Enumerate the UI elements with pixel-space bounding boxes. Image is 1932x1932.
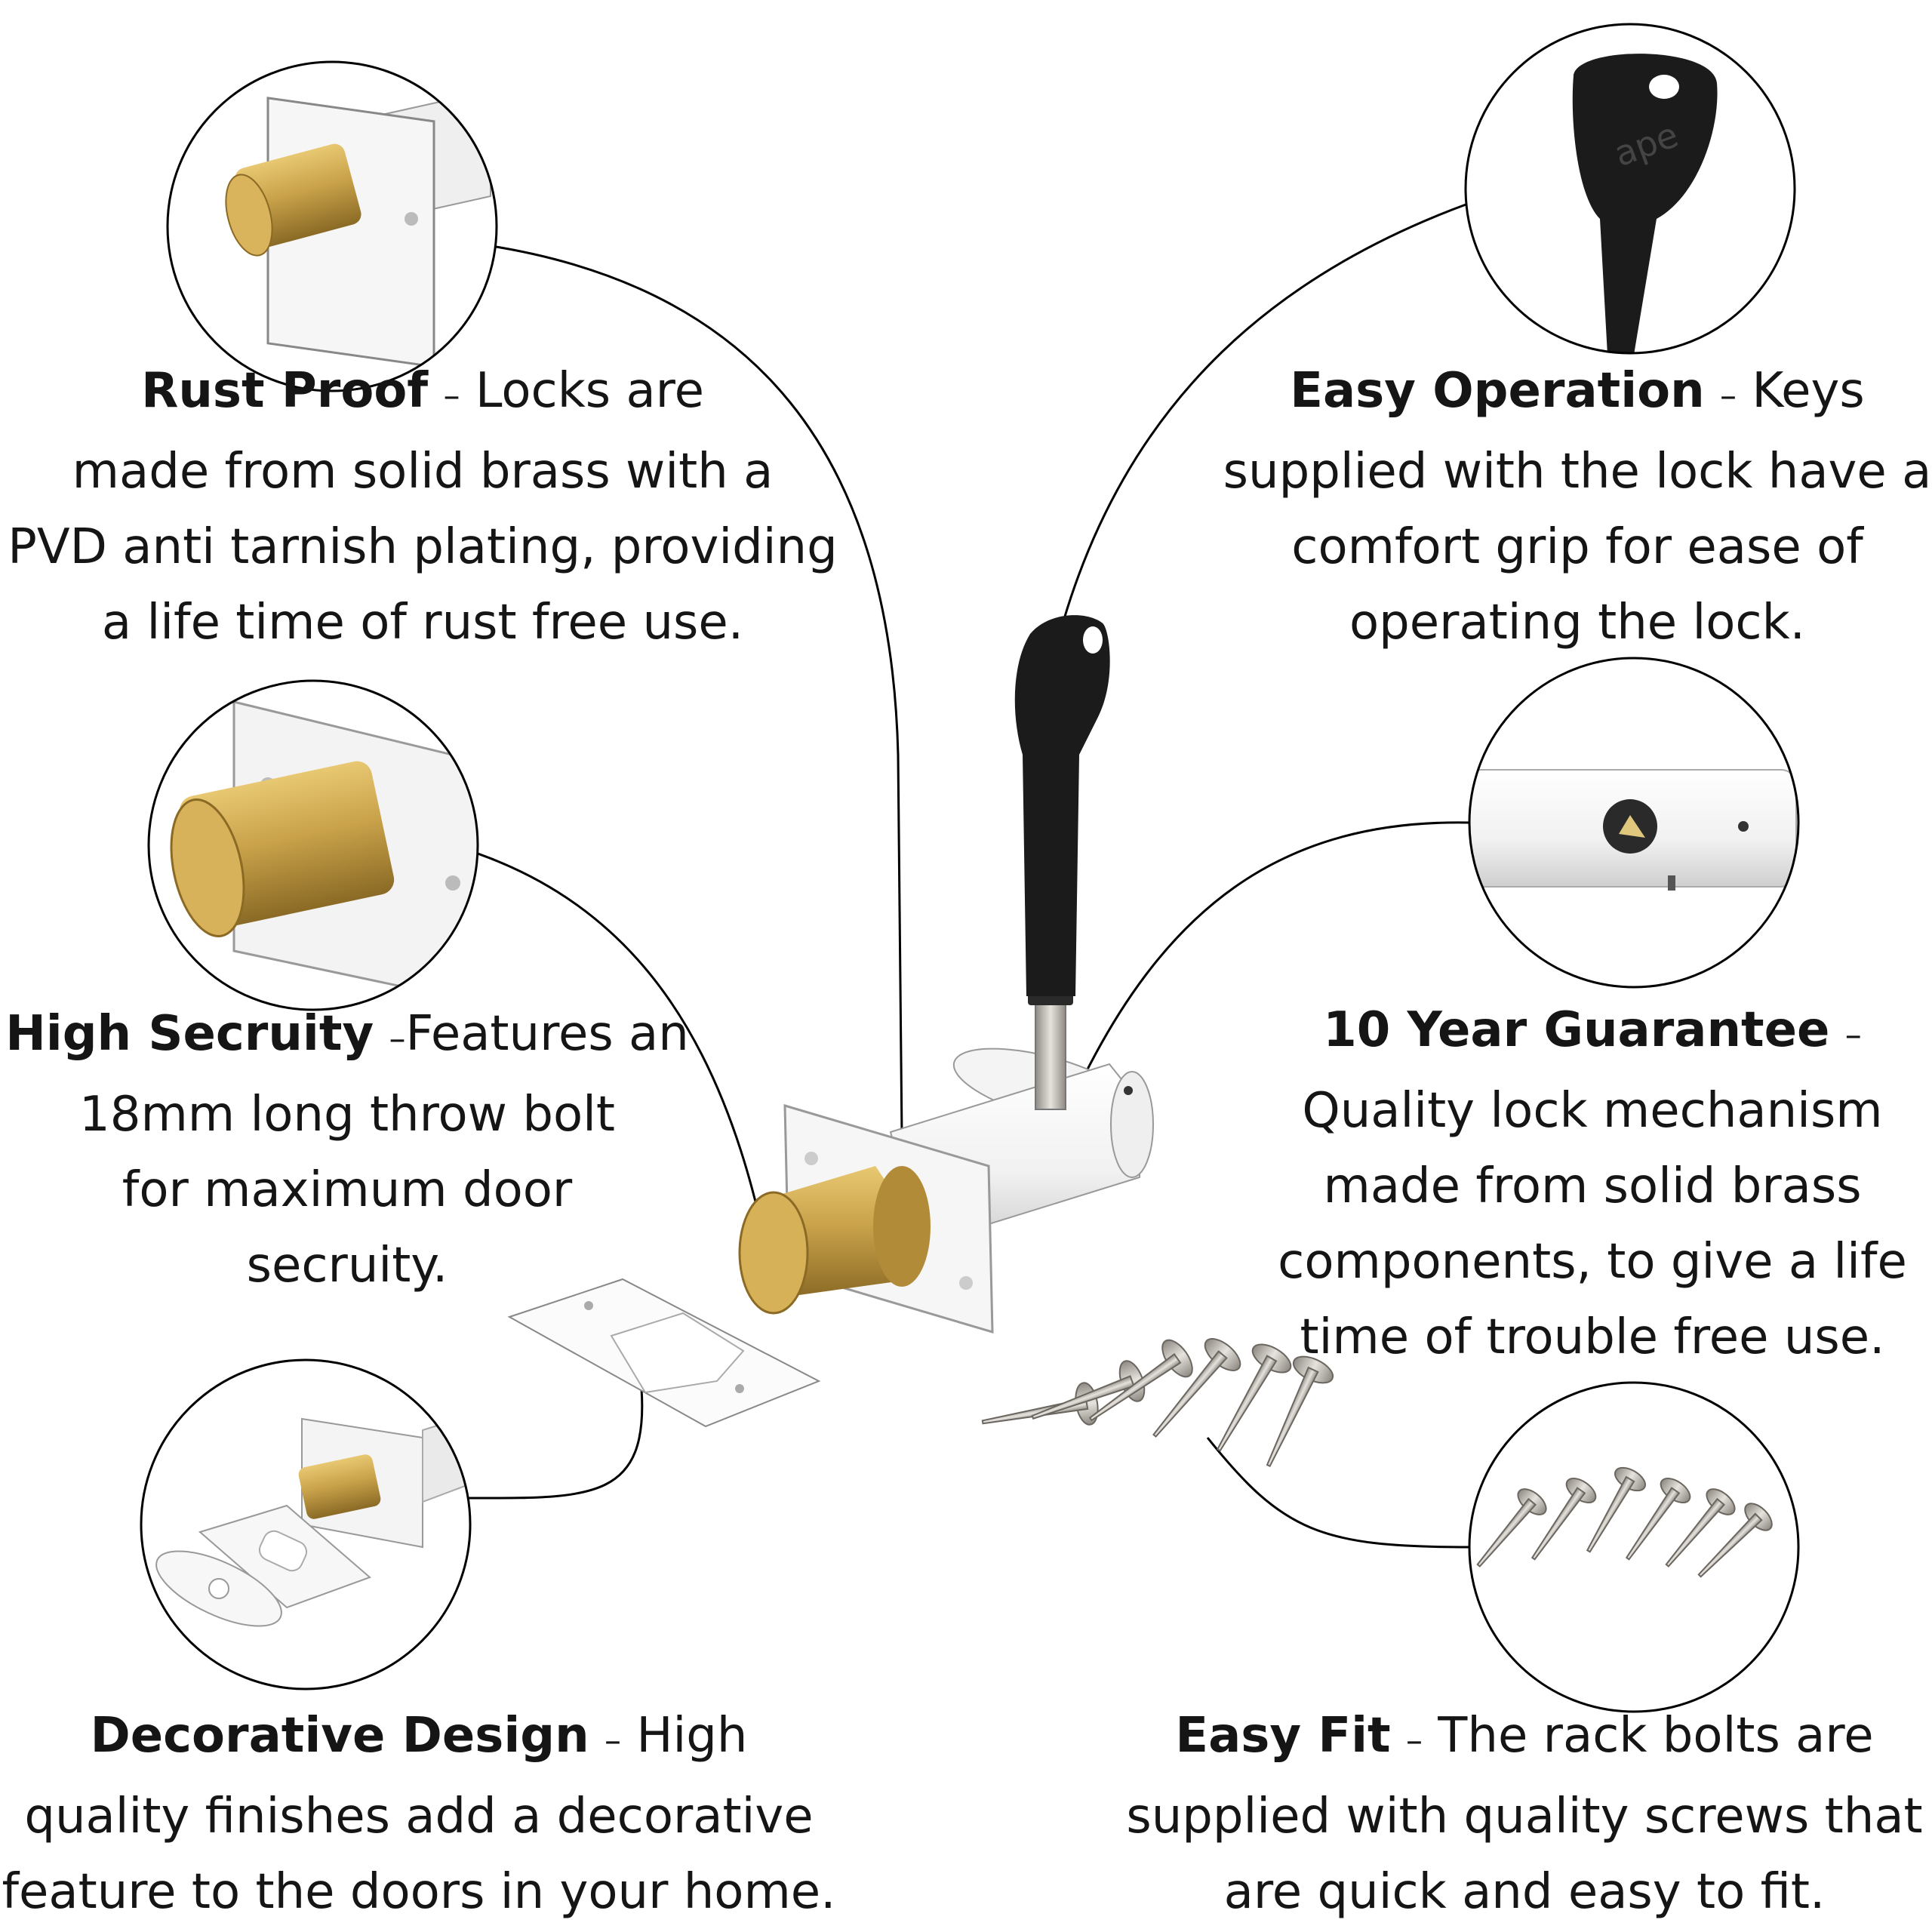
connector-high: [475, 851, 764, 1231]
feature-title: Easy Operation: [1290, 363, 1705, 419]
connector-lines: [467, 202, 1470, 1549]
title-separator: –: [1844, 1016, 1862, 1054]
feature-text: supplied with quality screws that: [1126, 1789, 1923, 1844]
title-separator: –: [1720, 377, 1737, 415]
connector-deco: [467, 1388, 644, 1500]
feature-text: Keys: [1752, 363, 1865, 419]
feature-text: time of trouble free use.: [1300, 1309, 1885, 1365]
title-separator: –: [1405, 1721, 1423, 1760]
feature-text: PVD anti tarnish plating, providing: [8, 519, 838, 575]
feature-text: 18mm long throw bolt: [79, 1087, 615, 1143]
feature-title: Easy Fit: [1175, 1708, 1391, 1764]
feature-text: are quick and easy to fit.: [1223, 1864, 1826, 1920]
feature-text: Locks are: [475, 363, 704, 419]
rack-bolt-product-image: [507, 615, 1154, 1428]
feature-text: Features an: [405, 1006, 689, 1062]
feature-text: The rack bolts are: [1438, 1708, 1874, 1764]
connector-guar: [1070, 821, 1470, 1103]
feature-text: for maximum door: [122, 1162, 573, 1218]
title-separator: –: [443, 377, 460, 415]
feature-text: feature to the doors in your home.: [2, 1864, 836, 1920]
feature-text: High: [636, 1708, 748, 1764]
feature-easy-fit: Easy Fit – The rack bolts are supplied w…: [1117, 1698, 1932, 1930]
key-detail-image: ape: [1464, 23, 1796, 355]
decorative-design-detail-image: [140, 1358, 472, 1690]
feature-text: secruity.: [246, 1238, 448, 1294]
feature-decorative-design: Decorative Design – High quality finishe…: [0, 1698, 838, 1930]
title-separator: –: [604, 1721, 621, 1760]
connector-easy: [1063, 202, 1469, 620]
feature-title: Decorative Design: [90, 1708, 589, 1764]
feature-text: quality finishes add a decorative: [24, 1789, 814, 1844]
feature-text: Quality lock mechanism: [1302, 1083, 1883, 1139]
title-separator: –: [389, 1020, 406, 1058]
screws-pile-image: [981, 1338, 1334, 1468]
feature-title: Rust Proof: [141, 363, 429, 419]
feature-title: High Secruity: [5, 1006, 374, 1062]
feature-text: operating the lock.: [1349, 595, 1805, 651]
guarantee-detail-image: [1468, 657, 1800, 989]
feature-rust-proof: Rust Proof – Locks are made from solid b…: [0, 353, 845, 660]
feature-title: 10 Year Guarantee: [1323, 1002, 1830, 1058]
feature-ten-year-guarantee: 10 Year Guarantee – Quality lock mechani…: [1253, 992, 1932, 1375]
feature-text: comfort grip for ease of: [1291, 519, 1863, 575]
connector-fit: [1206, 1437, 1470, 1549]
feature-text: supplied with the lock have a: [1223, 444, 1932, 500]
high-security-detail-image: [147, 679, 479, 1011]
feature-text: made from solid brass: [1323, 1158, 1862, 1214]
feature-easy-operation: Easy Operation – Keys supplied with the …: [1223, 353, 1932, 660]
feature-text: made from solid brass with a: [72, 444, 774, 500]
feature-text: components, to give a life: [1278, 1234, 1907, 1290]
rust-proof-detail-image: [166, 60, 498, 392]
connector-rust: [486, 244, 903, 1137]
screws-detail-image: [1468, 1381, 1800, 1713]
feature-high-security: High Secruity –Features an 18mm long thr…: [0, 996, 694, 1303]
feature-text: a life time of rust free use.: [101, 595, 744, 651]
